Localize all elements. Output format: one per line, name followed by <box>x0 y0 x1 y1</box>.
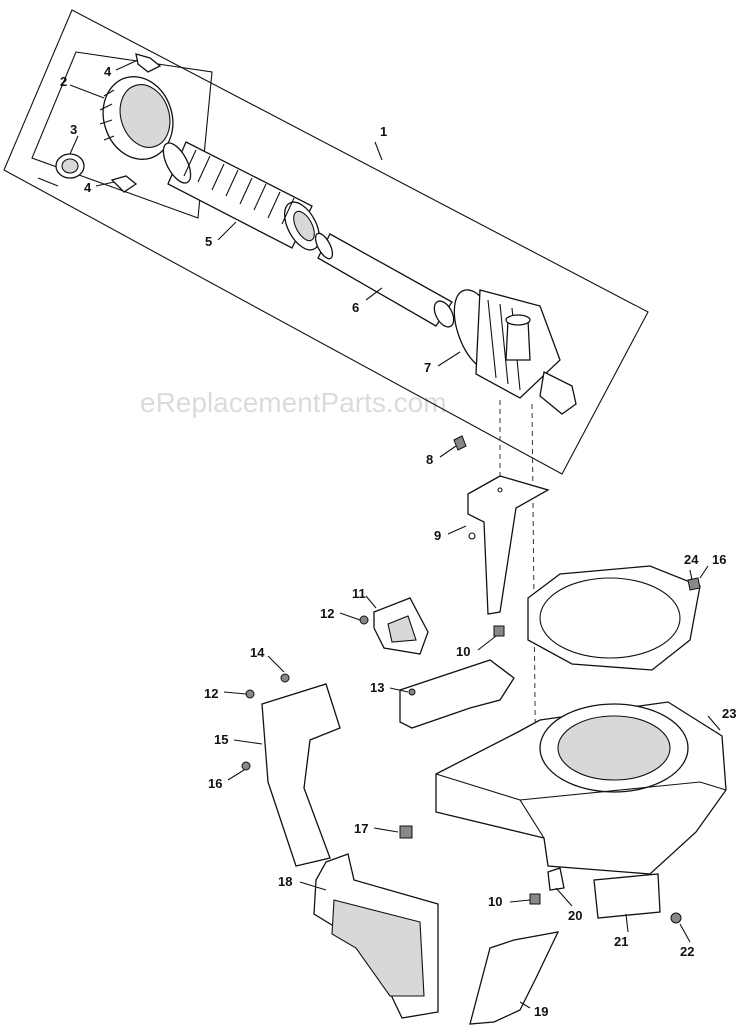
callout-16-lower: 16 <box>208 776 222 791</box>
callout-19: 19 <box>534 1004 548 1019</box>
callout-15: 15 <box>214 732 228 747</box>
cover-part[interactable] <box>93 68 184 169</box>
clip-part-17[interactable] <box>399 825 413 839</box>
clip-part-lower[interactable] <box>110 175 138 193</box>
gasket-part[interactable] <box>527 565 701 671</box>
ring-part[interactable] <box>55 153 85 179</box>
callout-4-upper: 4 <box>104 64 112 79</box>
callout-22: 22 <box>680 944 694 959</box>
callout-6: 6 <box>352 300 359 315</box>
callout-12-upper: 12 <box>320 606 334 621</box>
callout-1: 1 <box>380 124 387 139</box>
air-cleaner-assembly-outline <box>3 9 649 475</box>
callout-4-lower: 4 <box>84 180 92 195</box>
callout-17: 17 <box>354 821 368 836</box>
nut-part-16-lower[interactable] <box>241 761 251 771</box>
callout-7: 7 <box>424 360 431 375</box>
callout-2: 2 <box>60 74 67 89</box>
callout-9: 9 <box>434 528 441 543</box>
nut-part-16-upper[interactable] <box>687 577 701 591</box>
baffle-part-15[interactable] <box>261 683 341 867</box>
screw-part-12-upper[interactable] <box>359 615 369 625</box>
callout-8: 8 <box>426 452 433 467</box>
plate-part-21[interactable] <box>593 873 661 919</box>
callout-20: 20 <box>568 908 582 923</box>
blower-housing-part[interactable] <box>435 701 727 875</box>
air-cleaner-housing-part[interactable] <box>445 284 577 415</box>
callout-3: 3 <box>70 122 77 137</box>
callout-21: 21 <box>614 934 628 949</box>
bracket-part[interactable] <box>467 475 550 615</box>
callout-10-lower: 10 <box>488 894 502 909</box>
callout-10-upper: 10 <box>456 644 470 659</box>
callout-23: 23 <box>722 706 736 721</box>
clip-part-upper[interactable] <box>135 53 162 73</box>
inner-filter-part[interactable] <box>312 231 458 330</box>
shroud-part-18[interactable] <box>313 853 439 1019</box>
bolt-part-10-lower[interactable] <box>529 893 541 905</box>
watermark: eReplacementParts.com <box>140 387 447 418</box>
cover-kit-outline <box>31 51 213 219</box>
callout-11: 11 <box>352 586 366 601</box>
callout-13: 13 <box>370 680 384 695</box>
shield-part-19[interactable] <box>469 931 560 1025</box>
callout-12-lower: 12 <box>204 686 218 701</box>
callout-16-upper: 16 <box>712 552 726 567</box>
baffle-part-11[interactable] <box>373 597 429 655</box>
grommet-part-20[interactable] <box>547 867 565 891</box>
leader-lines <box>69 59 721 1009</box>
callout-5: 5 <box>205 234 212 249</box>
callout-18: 18 <box>278 874 292 889</box>
screw-part-22[interactable] <box>670 912 682 924</box>
bolt-part-10-upper[interactable] <box>493 625 505 637</box>
bolt-part-8[interactable] <box>453 435 467 451</box>
callout-14: 14 <box>250 645 265 660</box>
filter-element-part[interactable] <box>158 139 327 256</box>
screw-part-12-lower[interactable] <box>245 689 255 699</box>
callout-24: 24 <box>684 552 699 567</box>
baffle-part-13[interactable] <box>399 659 515 729</box>
screw-part-14[interactable] <box>280 673 290 683</box>
